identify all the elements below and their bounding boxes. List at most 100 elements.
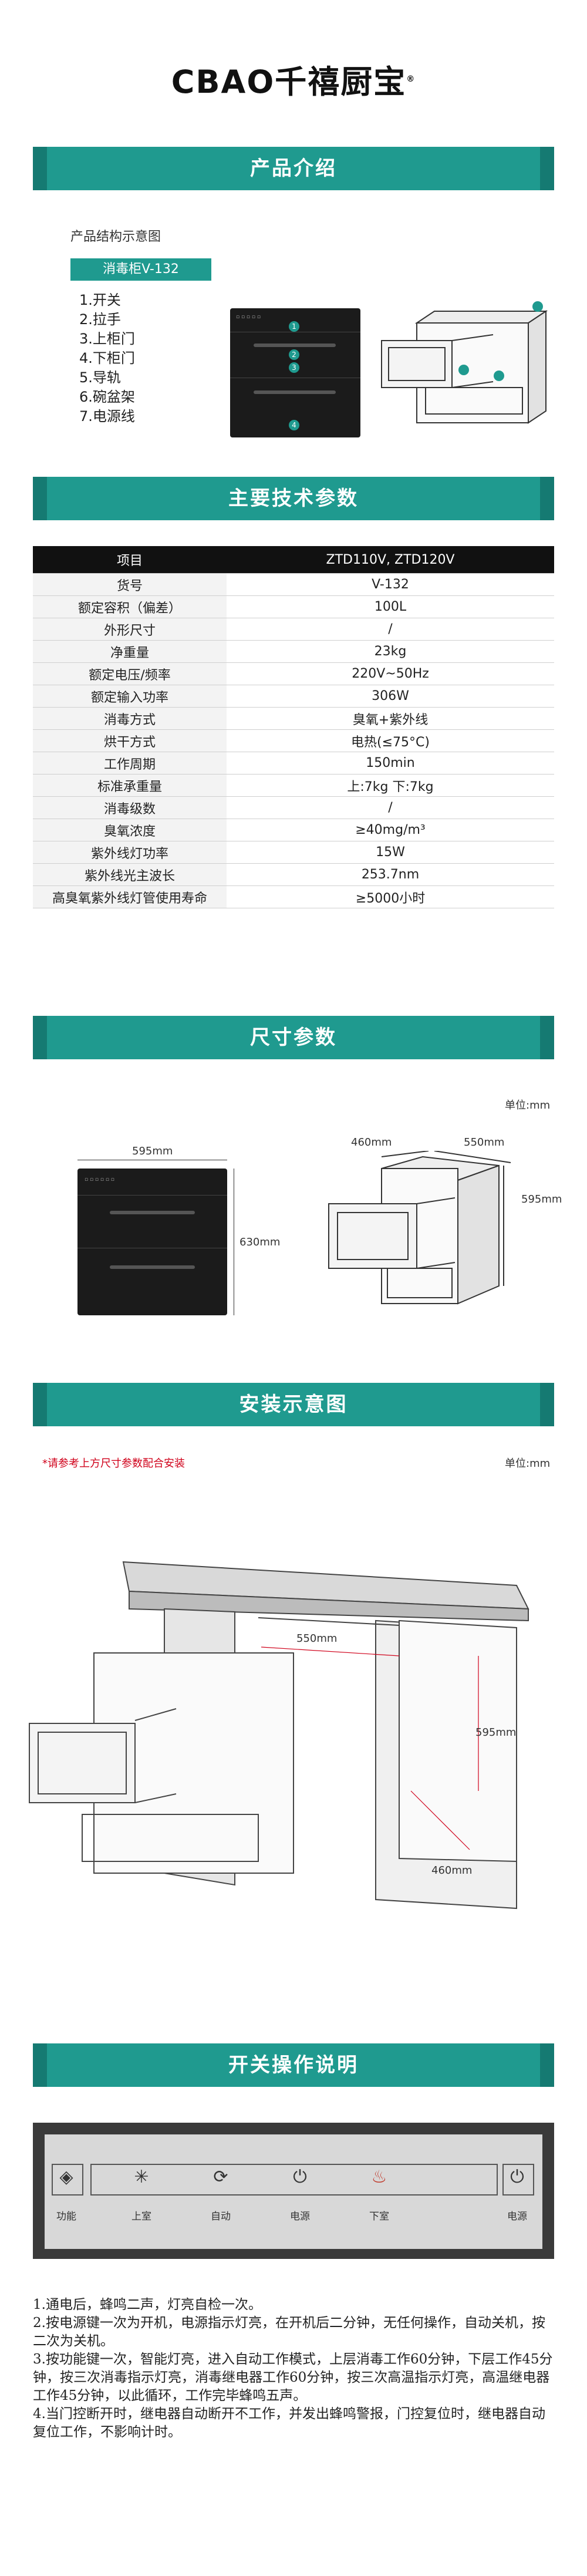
install-note: *请参考上方尺寸参数配合安装	[42, 1457, 185, 1470]
marker-4: 4	[289, 420, 299, 430]
lower-handle	[110, 1265, 195, 1269]
instruction-item: 3.按功能键一次，智能灯亮，进入自动工作模式，上层消毒工作60分钟，下层工作45…	[33, 2352, 553, 2403]
auto-icon[interactable]: ⟳	[213, 2167, 228, 2187]
install-drawing	[29, 1561, 529, 1910]
spec-row: 高臭氧紫外线灯管使用寿命≥5000小时	[33, 885, 554, 908]
lower-chamber-label: 下室	[369, 2211, 389, 2223]
divider	[77, 1195, 227, 1196]
power-right-label: 电源	[507, 2211, 527, 2223]
marker-7	[532, 301, 543, 312]
spec-row: 标准承重量上:7kg 下:7kg	[33, 774, 554, 797]
spec-value-cell: /	[227, 796, 554, 819]
button-strip-frame	[90, 2164, 498, 2196]
instruction-item: 4.当门控断开时，继电器自动断开不工作，并发出蜂鸣警报，门控复位时，继电器自动复…	[33, 2406, 545, 2440]
upper-chamber-icon[interactable]: ✳	[134, 2167, 149, 2187]
section-title: 安装示意图	[239, 1393, 348, 1416]
part-item: 2.拉手	[79, 311, 121, 328]
spec-value-cell: ≥5000小时	[227, 885, 554, 908]
spec-value-cell: 100L	[227, 595, 554, 618]
power-button-frame	[502, 2164, 534, 2196]
spec-header-row: 项目 ZTD110V, ZTD120V	[33, 546, 554, 574]
spec-label-cell: 高臭氧紫外线灯管使用寿命	[33, 885, 227, 908]
spec-row: 外形尺寸/	[33, 618, 554, 641]
operation-instructions: 1.通电后，蜂鸣二声，灯亮自检一次。 2.按电源键一次为开机，电源指示灯亮，在开…	[33, 2296, 554, 2442]
side-height-label: 595mm	[521, 1193, 562, 1205]
spec-header-cell: 项目	[33, 546, 227, 574]
power-icon[interactable]: ⏻	[293, 2167, 307, 2187]
spec-label-cell: 额定电压/频率	[33, 662, 227, 685]
upper-handle	[110, 1211, 195, 1214]
section-banner-switch: 开关操作说明	[33, 2043, 554, 2087]
spec-label-cell: 货号	[33, 573, 227, 596]
spec-value-cell: 306W	[227, 685, 554, 708]
part-item: 4.下柜门	[79, 350, 135, 366]
part-item: 5.导轨	[79, 369, 121, 386]
part-item: 6.碗盆架	[79, 389, 135, 405]
install-width-label: 550mm	[296, 1632, 338, 1645]
spec-label-cell: 紫外线光主波长	[33, 863, 227, 886]
install-depth-label: 460mm	[431, 1864, 473, 1877]
function-icon[interactable]: ◈	[59, 2167, 73, 2187]
power-label: 电源	[290, 2211, 310, 2223]
section-banner-intro: 产品介绍	[33, 147, 554, 190]
spec-label-cell: 消毒级数	[33, 796, 227, 819]
spec-label-cell: 额定输入功率	[33, 685, 227, 708]
panel-strip: ▫ ▫ ▫ ▫ ▫ ▫	[85, 1177, 114, 1183]
part-item: 1.开关	[79, 292, 121, 308]
spec-row: 消毒方式臭氧+紫外线	[33, 707, 554, 730]
side-depth-label: 460mm	[351, 1136, 392, 1149]
install-height-label: 595mm	[475, 1726, 517, 1739]
brand-logo-text: CBAO千禧厨宝	[171, 63, 407, 100]
model-tag: 消毒柜V-132	[70, 258, 211, 281]
registered-mark: ®	[406, 75, 416, 84]
lower-chamber-icon[interactable]: ♨	[371, 2167, 387, 2187]
upper-handle	[254, 344, 336, 347]
spec-label-cell: 工作周期	[33, 752, 227, 775]
spec-label-cell: 额定容积（偏差）	[33, 595, 227, 618]
spec-value-cell: ≥40mg/m³	[227, 819, 554, 841]
side-width-label: 550mm	[464, 1136, 505, 1149]
cabinet-front-illustration: ▫ ▫ ▫ ▫ ▫ 1 2 3 4	[230, 308, 360, 437]
section-title: 开关操作说明	[228, 2053, 359, 2077]
diagram-title: 产品结构示意图	[70, 230, 161, 244]
brand-logo: CBAO千禧厨宝®	[0, 56, 587, 102]
section-banner-size: 尺寸参数	[33, 1016, 554, 1059]
spec-label-cell: 净重量	[33, 640, 227, 663]
marker-6	[494, 371, 504, 381]
cabinet-side-illustration	[381, 301, 548, 424]
front-height-label: 630mm	[239, 1236, 281, 1248]
control-panel: ◈ 功能 ✳ 上室 ⟳ 自动 ⏻ 电源 ♨ 下室 ⏻ 电源	[33, 2123, 554, 2259]
section-title: 产品介绍	[250, 157, 337, 180]
spec-row: 臭氧浓度≥40mg/m³	[33, 819, 554, 841]
spec-value-cell: 150min	[227, 752, 554, 775]
spec-label-cell: 烘干方式	[33, 729, 227, 752]
auto-label: 自动	[211, 2211, 231, 2223]
marker-5	[458, 365, 469, 375]
power-right-icon[interactable]: ⏻	[510, 2167, 524, 2187]
marker-1: 1	[289, 321, 299, 332]
function-button-frame	[52, 2164, 83, 2196]
side-cabinet-drawing	[328, 1151, 511, 1305]
parts-list: 1.开关 2.拉手 3.上柜门 4.下柜门 5.导轨 6.碗盆架 7.电源线	[79, 291, 135, 426]
section-banner-install: 安装示意图	[33, 1383, 554, 1426]
spec-label-cell: 紫外线灯功率	[33, 841, 227, 864]
section-banner-specs: 主要技术参数	[33, 477, 554, 520]
spec-label-cell: 外形尺寸	[33, 618, 227, 641]
spec-header-cell: ZTD110V, ZTD120V	[227, 546, 554, 574]
spec-value-cell: 253.7nm	[227, 863, 554, 886]
spec-label-cell: 标准承重量	[33, 774, 227, 797]
front-width-label: 595mm	[132, 1145, 173, 1157]
instruction-item: 2.按电源键一次为开机，电源指示灯亮，在开机后二分钟，无任何操作，自动关机，按二…	[33, 2315, 545, 2349]
install-unit-label: 单位:mm	[505, 1457, 551, 1470]
spec-value-cell: 23kg	[227, 640, 554, 663]
spec-row: 消毒级数/	[33, 796, 554, 819]
spec-value-cell: /	[227, 618, 554, 641]
spec-row: 烘干方式电热(≤75°C)	[33, 729, 554, 752]
